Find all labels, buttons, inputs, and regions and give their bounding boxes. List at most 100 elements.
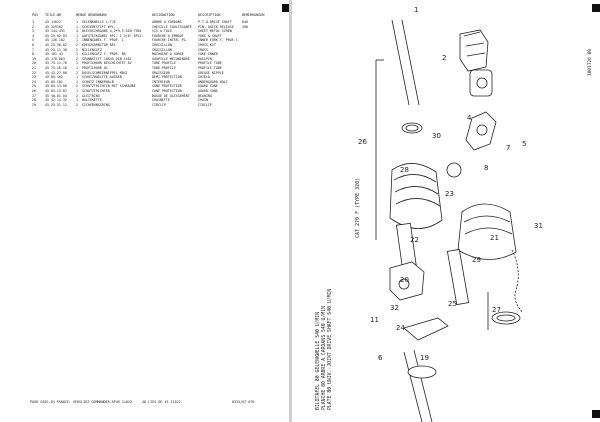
- parts-cell-en: BEARING: [198, 93, 212, 98]
- shield-23-lower: [403, 317, 449, 341]
- parts-cell-en: YOKE & SHAFT: [198, 33, 222, 38]
- parts-cell-fr: VIS A TOLE: [152, 29, 172, 34]
- lower-yoke-part: [389, 261, 425, 301]
- parts-cell-en: ROLLPIN: [198, 56, 212, 61]
- exploded-diagram: 1 2 28 30 4 8 23 22 29 21 26 20 32 11 6 …: [358, 6, 543, 422]
- parts-cell-qty: 1: [76, 33, 78, 38]
- parts-cell-de: HALTEKETTE: [82, 98, 102, 103]
- col-description-header: DESCRIPTION: [198, 13, 221, 17]
- parts-cell-rem: 490: [242, 24, 248, 29]
- callout-labels: 1 2 28 30 4 8 23 22 29 21 26 20 32 11 6 …: [358, 6, 543, 362]
- callout-4: 4: [467, 114, 472, 122]
- page-corner-tab: [282, 4, 290, 12]
- parts-cell-de: SCHUTZTRICHTER: [82, 89, 110, 93]
- parts-cell-pos: 21: [32, 66, 36, 70]
- parts-cell-de: BLECHSCHRAUBE 4,2*9.5 DIN 7981: [82, 29, 142, 34]
- parts-cell-qty: 2: [76, 56, 78, 61]
- parts-cell-en: UNDERGUARD HALF: [198, 79, 228, 84]
- parts-cell-en: YOKE INNER: [198, 52, 218, 57]
- parts-cell-en: GREASE NIPPLE: [198, 70, 224, 75]
- parts-cell-pos: 28: [32, 98, 36, 103]
- parts-cell-pos: 19: [32, 56, 36, 61]
- parts-cell-qty: 2: [76, 47, 78, 52]
- page-corner-tab: [592, 4, 600, 12]
- callout-2: 2: [442, 54, 446, 62]
- parts-cell-pos: 4: [32, 33, 34, 38]
- callout-27: 27: [492, 306, 501, 314]
- parts-cell-fr: CONE PROTECTEUR: [152, 84, 182, 89]
- parts-cell-qty: 1: [76, 61, 78, 66]
- parts-cell-nr: 45 75.11.76: [45, 61, 67, 66]
- parts-cell-nr: 45 50.01.04: [45, 93, 67, 98]
- parts-cell-fr: DEMI-PROTECTION: [152, 75, 182, 80]
- callout-26: 26: [358, 138, 367, 146]
- parts-cell-nr: 45 85.13.08: [45, 84, 67, 89]
- parts-cell-pos: 1: [32, 20, 34, 24]
- callout-8: 8: [484, 164, 488, 172]
- parts-cell-rem: 640: [242, 20, 248, 24]
- top-yoke-part: [459, 29, 493, 97]
- parts-cell-pos: 25: [32, 84, 36, 89]
- parts-cell-qty: 2: [76, 93, 78, 98]
- parts-cell-de: SCHUTZ INNERHALB: [82, 79, 114, 84]
- parts-cell-qty: 1: [76, 75, 78, 80]
- parts-cell-de: AUFSTECKGABEL 6PL. 1 3/8" 6PLZ.: [82, 33, 144, 38]
- parts-cell-de: INNENGABEL F. PROF. 1: [82, 38, 124, 43]
- parts-cell-qty: 1: [76, 66, 78, 70]
- parts-cell-qty: 1: [76, 52, 78, 57]
- parts-cell-qty: 1: [76, 24, 78, 29]
- page-corner-tab-bottom: [592, 410, 600, 418]
- parts-cell-fr: FOURCHE INTER. PL.: [152, 38, 188, 43]
- parts-cell-en: CROSS KIT: [198, 43, 216, 47]
- parts-cell-nr: 45 25.51.12: [45, 102, 67, 107]
- callout-6: 6: [378, 354, 383, 362]
- callout-30: 30: [432, 132, 441, 140]
- profile-tube-21: [446, 248, 470, 306]
- parts-cell-fr: ARBRE A CARDANS: [152, 20, 182, 24]
- parts-cell-de: DOSELSCHMIERNIPPEL M8X1: [82, 70, 128, 75]
- parts-list-page: POS TEILE-NR MENGE BENENNUNG DESIGNATION…: [0, 0, 290, 422]
- parts-cell-fr: MACHOIRE A GORGE: [152, 52, 184, 57]
- parts-cell-de: SICHERUNGSRING: [82, 102, 110, 107]
- parts-cell-en: INNER FORK F. PROF.1: [198, 38, 238, 43]
- parts-cell-pos: 7: [32, 47, 34, 52]
- parts-cell-de: NILLENSATZ: [82, 47, 102, 52]
- parts-cell-en: CHAIN: [198, 98, 208, 103]
- bearing-ring-27: [491, 311, 521, 325]
- callout-5: 5: [522, 140, 526, 148]
- col-remarks-header: BEMERKUNGEN: [242, 13, 265, 17]
- parts-cell-pos: 29: [32, 102, 36, 107]
- footer-ref: 48 LIES DE 45 11022: [142, 400, 181, 404]
- parts-cell-nr: 45 11022: [45, 20, 61, 24]
- callout-31: 31: [534, 222, 543, 230]
- parts-cell-en: CIRCLIP: [198, 102, 212, 107]
- bearing-ring: [407, 365, 437, 379]
- parts-cell-fr: INTERIEUR: [152, 79, 170, 84]
- parts-cell-en: PIN, QUICK RELEASE: [198, 24, 234, 29]
- parts-cell-nr: 45 85.13.07: [45, 89, 67, 93]
- shaft-upper-line: [391, 19, 410, 106]
- parts-cell-fr: TUBE PROFILE: [152, 66, 176, 70]
- parts-cell-qty: 4: [76, 29, 78, 34]
- footer-order-note: POUR CASE-IH FRANCE: VERSLIEZ COMMANDER …: [30, 400, 133, 404]
- callout-22: 22: [410, 236, 419, 244]
- parts-cell-nr: 45 25.11.30: [45, 47, 67, 52]
- guard-cone-lower: [457, 203, 517, 260]
- parts-cell-de: SCHIEBESTIFT 6PL.: [82, 24, 116, 29]
- callout-1: 1: [414, 6, 418, 14]
- callout-23: 23: [445, 190, 454, 198]
- parts-cell-qty: 2: [76, 43, 78, 47]
- parts-cell-en: CROSS: [198, 47, 208, 52]
- parts-cell-pos: 23: [32, 75, 36, 80]
- parts-cell-qty: 1: [76, 89, 78, 93]
- callout-20: 20: [400, 276, 409, 284]
- callout-29: 29: [472, 256, 481, 264]
- parts-cell-en: SHEET METAL SCREW: [198, 29, 232, 34]
- parts-cell-nr: 45 170.083: [45, 56, 65, 61]
- parts-cell-fr: CIRCLIP: [152, 102, 166, 107]
- parts-cell-fr: GOUPILLE MECANINDRE: [152, 56, 190, 61]
- parts-cell-nr: 45 75.16.16: [45, 66, 67, 70]
- parts-cell-pos: 2: [32, 24, 34, 29]
- parts-cell-de: PROFILROHR 8C: [82, 66, 108, 70]
- parts-cell-qty: 1: [76, 79, 78, 84]
